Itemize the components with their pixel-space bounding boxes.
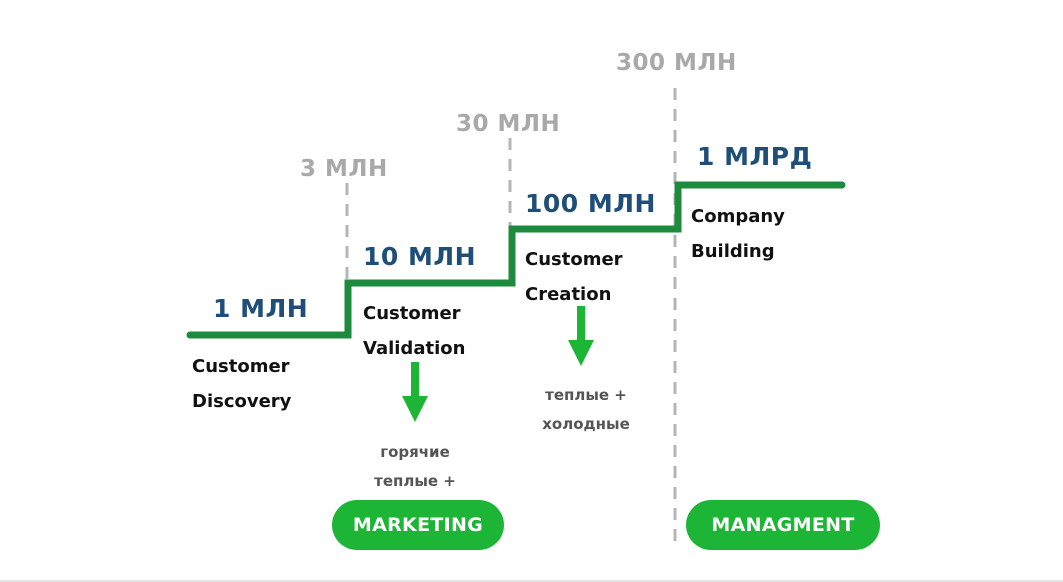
level-label: 100 МЛН: [525, 189, 656, 218]
arrow-down-icon: [402, 362, 428, 422]
marketing-pill: MARKETING: [332, 500, 504, 550]
stage-line: Company: [691, 206, 785, 227]
stage-line: Validation: [363, 338, 466, 359]
stage-line: Building: [691, 241, 775, 262]
stage-line: Customer: [192, 356, 290, 377]
arrow-down-icon: [568, 306, 594, 366]
stage-line: Customer: [363, 303, 461, 324]
lead-note: горячие теплые +: [360, 438, 470, 496]
note-line: теплые +: [545, 386, 627, 404]
note-line: теплые +: [374, 472, 456, 490]
stage-label: Company Building: [691, 199, 785, 269]
threshold-label: 300 МЛН: [616, 50, 737, 76]
stage-label: Customer Creation: [525, 242, 623, 312]
lead-note: теплые + холодные: [526, 381, 646, 439]
management-pill: MANAGMENT: [686, 500, 880, 550]
stage-label: Customer Discovery: [192, 349, 291, 419]
level-label: 1 МЛРД: [697, 142, 813, 171]
level-label: 10 МЛН: [363, 242, 477, 271]
level-label: 1 МЛН: [213, 294, 309, 323]
stage-line: Discovery: [192, 391, 292, 412]
bottom-border: [0, 580, 1063, 582]
threshold-label: 3 МЛН: [300, 156, 388, 182]
stage-label: Customer Validation: [363, 296, 465, 366]
step-line: [186, 181, 846, 339]
note-line: горячие: [380, 443, 450, 461]
threshold-label: 30 МЛН: [456, 111, 561, 137]
stage-line: Customer: [525, 249, 623, 270]
stage-line: Creation: [525, 284, 612, 305]
note-line: холодные: [542, 415, 630, 433]
